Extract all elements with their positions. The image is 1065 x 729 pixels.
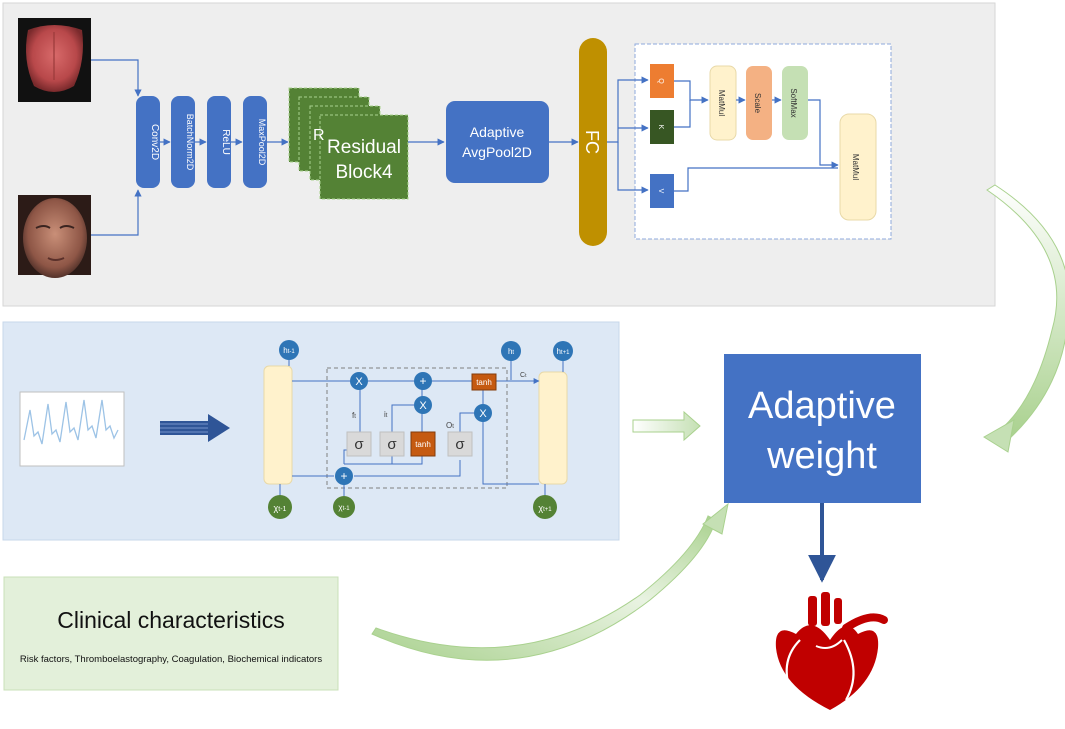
residual-block-label-2: Block4	[335, 162, 392, 183]
softmax-box: SoftMax	[782, 66, 808, 140]
input-gate-sigma: σ	[379, 431, 405, 457]
output-gate-label: Ot	[446, 421, 454, 430]
ppg-waveform-icon	[19, 391, 125, 467]
svg-text:σ: σ	[387, 436, 397, 453]
clinical-title: Clinical characteristics	[57, 607, 285, 633]
svg-text:Scale: Scale	[753, 93, 762, 114]
value-box: V	[650, 174, 674, 208]
residual-block-stack: R Residual Block4	[288, 87, 409, 200]
svg-text:ht: ht	[508, 347, 514, 356]
svg-text:V: V	[657, 189, 664, 194]
svg-text:R: R	[313, 127, 325, 144]
adaptive-weight-box: Adaptive weight	[724, 354, 921, 503]
query-box: Q	[650, 64, 674, 98]
h-prev-node: ht-1	[279, 340, 299, 366]
svg-text:+: +	[419, 374, 426, 388]
output-multiply-node: X	[474, 404, 492, 422]
heart-icon	[775, 592, 888, 710]
lstm-connectors	[292, 378, 540, 485]
clinical-subtitle: Risk factors, Thromboelastography, Coagu…	[20, 654, 322, 665]
lstm-cell-prev	[263, 365, 293, 485]
svg-text:ht+1: ht+1	[557, 347, 571, 356]
adaptive-avgpool-layer: Adaptive AvgPool2D	[446, 101, 549, 183]
svg-text:ht-1: ht-1	[283, 346, 295, 355]
svg-text:MatMul: MatMul	[717, 90, 726, 116]
residual-block-label-1: Residual	[327, 137, 401, 158]
svg-text:X: X	[479, 408, 487, 420]
svg-text:tanh: tanh	[476, 378, 492, 387]
clinical-to-weight-curve-arrow	[371, 502, 729, 661]
svg-text:AvgPool2D: AvgPool2D	[462, 144, 532, 160]
tongue-photo-icon	[18, 18, 91, 102]
input-add-node: +	[335, 467, 353, 485]
svg-text:+: +	[340, 469, 347, 483]
svg-text:ReLU: ReLU	[220, 129, 231, 155]
svg-text:SoftMax: SoftMax	[789, 88, 798, 117]
svg-text:K: K	[657, 125, 664, 130]
lstm-cell-current	[326, 367, 508, 489]
svg-text:MaxPool2D: MaxPool2D	[257, 119, 267, 166]
x-next-node: χt+1	[533, 484, 557, 519]
batchnorm2d-layer: BatchNorm2D	[171, 96, 195, 188]
matmul-2-box: MatMul	[839, 113, 877, 221]
tanh-output-box: tanh	[471, 373, 497, 391]
svg-text:Adaptive: Adaptive	[470, 124, 525, 140]
svg-text:MatMul: MatMul	[851, 154, 860, 180]
svg-text:FC: FC	[582, 130, 602, 154]
x-prev-node: χt-1	[268, 484, 292, 519]
lstm-cell-next	[538, 371, 568, 485]
h-next-node: ht+1	[553, 341, 573, 372]
conv2d-layer: Conv2D	[136, 96, 160, 188]
scale-box: Scale	[746, 66, 772, 140]
matmul-1-box: MatMul	[709, 65, 737, 141]
fc-layer: FC	[579, 38, 607, 246]
forget-gate-label: ft	[352, 411, 356, 420]
svg-text:χt-1: χt-1	[338, 503, 350, 512]
input-arrow	[160, 414, 230, 442]
lstm-to-weight-arrow	[632, 410, 701, 442]
svg-text:χt-1: χt-1	[274, 503, 287, 513]
svg-text:X: X	[419, 400, 427, 412]
svg-text:weight: weight	[766, 435, 877, 477]
svg-text:σ: σ	[354, 436, 364, 453]
svg-text:tanh: tanh	[415, 440, 431, 449]
tongue-connector	[91, 59, 142, 97]
face-connector	[91, 189, 142, 236]
forget-multiply-node: X	[350, 372, 368, 390]
cell-add-node: +	[414, 372, 432, 390]
svg-text:Adaptive: Adaptive	[748, 385, 896, 427]
input-multiply-node: X	[414, 396, 432, 414]
input-gate-label: it	[384, 410, 388, 419]
x-t-node: χt-1	[333, 484, 355, 518]
svg-text:X: X	[355, 376, 363, 388]
svg-text:Q: Q	[657, 78, 664, 84]
face-photo-icon	[18, 195, 91, 278]
candidate-tanh-gate: tanh	[410, 431, 436, 457]
cnn-to-weight-curve-arrow	[983, 184, 1065, 453]
relu-layer: ReLU	[207, 96, 231, 188]
h-t-node: ht	[501, 341, 521, 380]
maxpool2d-layer: MaxPool2D	[243, 96, 267, 188]
clinical-panel: Clinical characteristics Risk factors, T…	[3, 576, 339, 691]
forget-gate-sigma: σ	[346, 431, 372, 457]
svg-text:σ: σ	[455, 436, 465, 453]
svg-text:Conv2D: Conv2D	[149, 124, 160, 160]
cell-state-label: Ct	[520, 372, 527, 379]
svg-text:BatchNorm2D: BatchNorm2D	[185, 114, 195, 171]
svg-text:χt+1: χt+1	[538, 503, 552, 513]
key-box: K	[650, 110, 674, 144]
output-gate-sigma: σ	[447, 431, 473, 457]
